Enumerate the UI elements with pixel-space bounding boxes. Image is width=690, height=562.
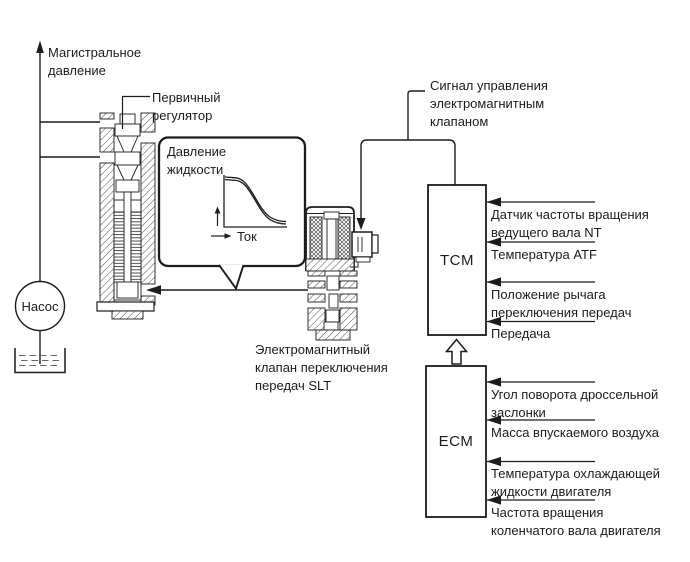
pump-label: Насос [21,299,59,314]
tcm-input-arrows [486,197,595,327]
solenoid-signal-label: Сигнал управления электромагнитным клапа… [430,78,548,129]
tcm-input-label-nt-speed-sensor: Датчик частоты вращения ведущего вала NT [491,207,649,240]
regulator-leader-line [121,95,150,129]
slt-solenoid-label: Электромагнитный клапан переключения пер… [255,342,388,393]
pump-symbol [14,280,66,364]
fluid-pressure-graph-title: Давление жидкости [167,144,227,177]
signal-wiring [356,90,456,230]
callout-graph [157,136,307,291]
tcm-box [427,184,487,336]
ecm-to-tcm-arrow [444,338,469,365]
pressure-axis [36,40,100,282]
tcm-input-label-shift-lever-position: Положение рычага переключения передач [491,287,632,320]
primary-regulator-label: Первичный регулятор [152,90,221,123]
line-pressure-label: Магистральное давление [48,45,142,78]
ecm-input-label-crankshaft-speed: Частота вращения коленчатого вала двигат… [491,505,661,538]
reservoir-symbol [14,348,66,374]
solenoid-valve-drawing [305,206,379,341]
ecm-input-label-intake-air-mass: Масса впускаемого воздуха [491,425,659,440]
tcm-input-label-gear: Передача [491,326,551,341]
ecm-input-arrows [486,377,595,505]
ecm-input-label-coolant-temp: Температура охлаждающей жидкости двигате… [491,466,661,499]
ecm-box [425,365,487,518]
regulator-valve-drawing [96,112,156,320]
ecm-title: ECM [438,433,474,450]
ecm-input-label-throttle-angle: Угол поворота дроссельной заслонки [491,387,659,420]
pilot-pressure-arrow [146,285,308,295]
graph-x-axis-label: Ток [237,229,257,244]
tcm-title: TCM [440,251,474,269]
tcm-input-label-atf-temp: Температура ATF [491,247,597,262]
